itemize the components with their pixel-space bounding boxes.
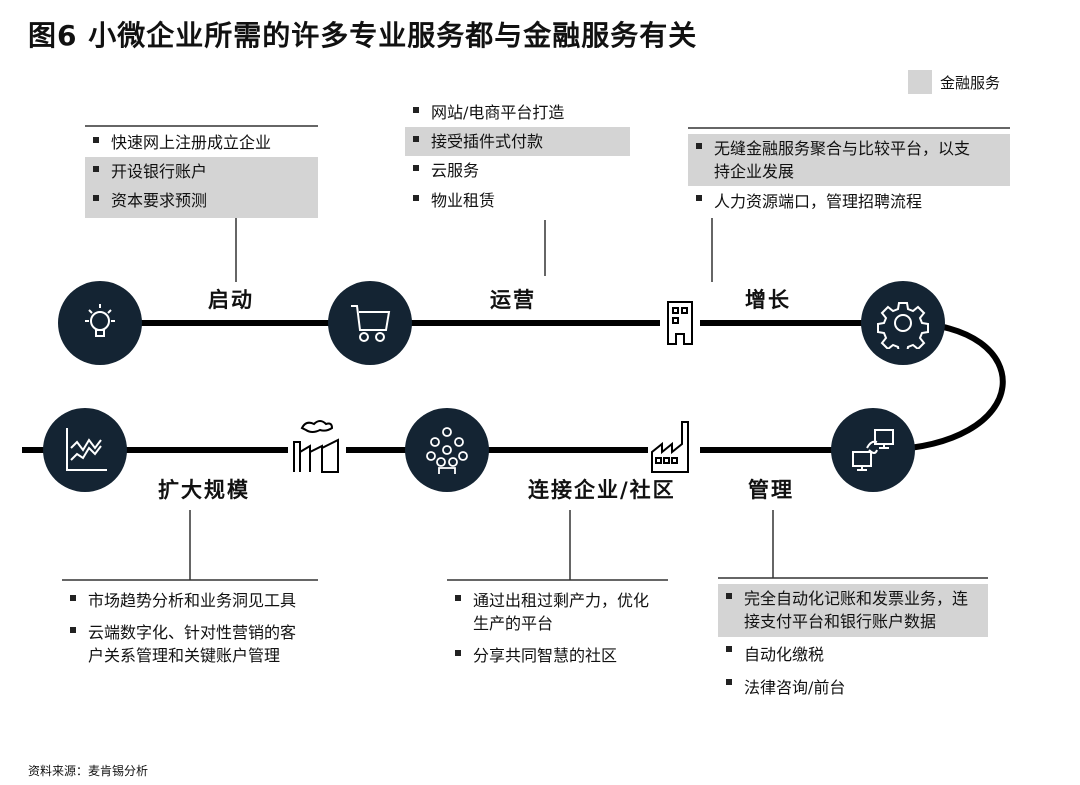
list-item-financial: 开设银行账户 [85,157,318,187]
figure-title: 图6 小微企业所需的许多专业服务都与金融服务有关 [28,19,698,52]
list-item: 人力资源端口，管理招聘流程 [688,186,1010,216]
list-item: 云服务 [405,156,630,185]
list-item: 市场趋势分析和业务洞见工具 [62,586,318,618]
stage-label-start: 启动 [208,287,254,312]
list-item: 快速网上注册成立企业 [85,128,318,157]
list-item: 网站/电商平台打造 [405,98,630,127]
lightbulb-icon [58,281,142,365]
list-item: 分享共同智慧的社区 [447,641,668,670]
network-community-icon [405,408,489,492]
connect-services-list: 通过出租过剩产力，优化生产的平台 分享共同智慧的社区 [447,586,668,671]
office-building-icon [660,298,700,346]
trend-chart-icon [43,408,127,492]
list-item: 物业租赁 [405,186,630,215]
list-item-financial: 资本要求预测 [85,186,318,218]
list-item: 法律咨询/前台 [718,670,988,702]
factory-smoke-icon [288,418,346,474]
connected-computers-icon [831,408,915,492]
grow-services-list: 无缝金融服务聚合与比较平台，以支持企业发展 人力资源端口，管理招聘流程 [688,134,1010,217]
list-item: 自动化缴税 [718,637,988,669]
gear-icon [861,281,945,365]
stage-label-scale: 扩大规模 [158,477,250,502]
stage-label-connect: 连接企业/社区 [528,477,676,502]
list-item-financial: 完全自动化记账和发票业务，连接支付平台和银行账户数据 [718,584,988,638]
manage-services-list: 完全自动化记账和发票业务，连接支付平台和银行账户数据 自动化缴税 法律咨询/前台 [718,584,988,702]
operate-services-list: 网站/电商平台打造 接受插件式付款 云服务 物业租赁 [405,98,630,215]
stage-label-manage: 管理 [748,477,794,502]
list-item: 云端数字化、针对性营销的客户关系管理和关键账户管理 [62,618,318,670]
start-services-list: 快速网上注册成立企业 开设银行账户 资本要求预测 [85,128,318,218]
factory-icon [648,418,700,474]
scale-services-list: 市场趋势分析和业务洞见工具 云端数字化、针对性营销的客户关系管理和关键账户管理 [62,586,318,671]
legend-label: 金融服务 [940,74,1001,92]
legend-swatch [908,70,932,94]
list-item: 通过出租过剩产力，优化生产的平台 [447,586,668,641]
stage-label-operate: 运营 [490,287,536,312]
source-note: 资料来源：麦肯锡分析 [28,764,149,778]
shopping-cart-icon [328,281,412,365]
list-item-financial: 无缝金融服务聚合与比较平台，以支持企业发展 [688,134,1010,187]
stage-label-grow: 增长 [745,287,791,312]
list-item-financial: 接受插件式付款 [405,127,630,157]
